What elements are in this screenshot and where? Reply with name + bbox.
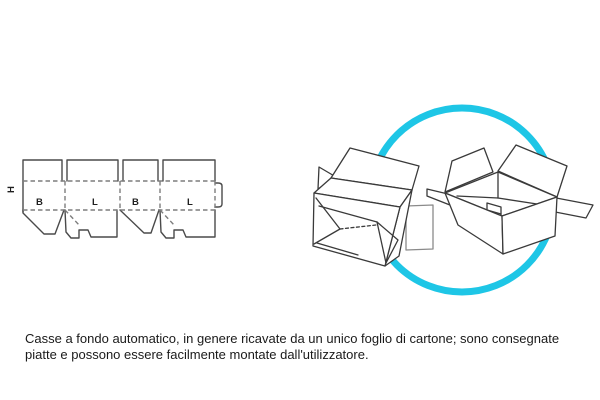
assembly-illustration (312, 104, 594, 296)
glue-tab (214, 182, 223, 208)
caption-line-2: piatte e possono essere facilmente monta… (25, 346, 369, 362)
crash-right-edge (376, 221, 387, 264)
dimension-label-h: H (5, 186, 17, 193)
crash-dashed-middle (339, 224, 377, 230)
crash-bottom-pattern (313, 197, 399, 264)
panel-label-b1: B (36, 197, 43, 208)
crash-inner-top-line (318, 205, 378, 223)
interior-floor-left (456, 195, 499, 199)
panel-label-l2: L (187, 197, 193, 208)
interior-floor-right (497, 197, 538, 205)
diecut-fold-lines (23, 180, 216, 227)
bottom-flap-l2 (159, 209, 216, 239)
crash-right-fold (376, 221, 399, 264)
diecut-solid-lines (22, 159, 223, 239)
top-flap-4 (162, 159, 216, 182)
bottom-flap-b1 (22, 209, 65, 235)
panel-label-b2: B (132, 197, 139, 208)
open-box-drawing (426, 144, 594, 255)
panel-label-l1: L (92, 197, 98, 208)
side-flap-rectangle (405, 204, 434, 251)
back-left-flap (444, 147, 494, 193)
front-right-wall (501, 196, 558, 255)
bottom-flap-b2 (119, 209, 160, 234)
top-flap-3 (122, 159, 159, 182)
crash-diagonal-top (315, 197, 341, 230)
bottom-flap-l1 (64, 209, 118, 239)
crash-inner-bottom-line (316, 242, 359, 256)
crash-diagonal-bottom (313, 228, 341, 245)
folded-box-drawing (312, 147, 434, 267)
top-flap-1 (22, 159, 63, 213)
diecut-diagram (22, 159, 223, 239)
caption-line-1: Casse a fondo automatico, in genere rica… (25, 331, 560, 346)
fold-diagonal-l2 (159, 209, 176, 227)
caption: Casse a fondo automatico, in genere rica… (25, 331, 590, 362)
fold-diagonal-l1 (64, 209, 81, 227)
top-flap-2 (66, 159, 119, 182)
